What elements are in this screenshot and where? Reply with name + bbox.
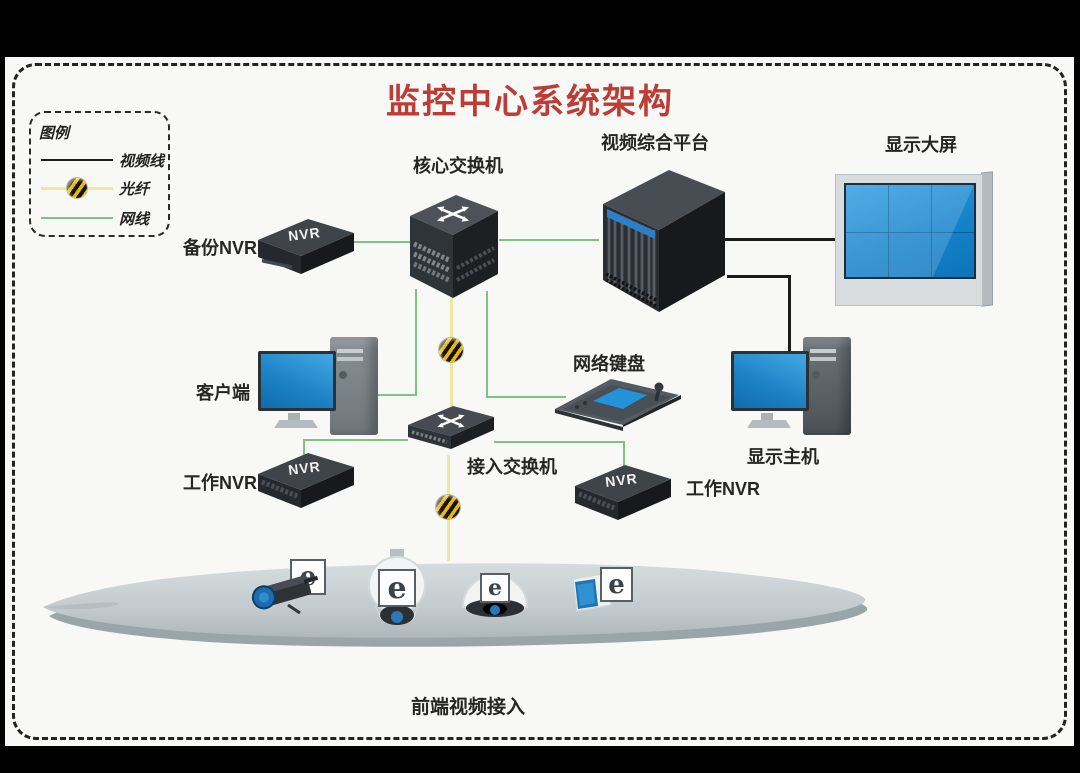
backup-nvr-label: 备份NVR	[183, 238, 258, 258]
display-host-computer	[731, 337, 851, 441]
cube-camera-e-badge: e	[600, 567, 633, 602]
video-platform-host-h	[727, 275, 791, 278]
legend-row-network: 网线	[37, 207, 165, 229]
link-accessswitch-nvrright-v	[623, 441, 625, 473]
diagram-stage: 监控中心系统架构 图例 视频线 光纤 网线	[5, 57, 1074, 746]
frontend-platform-shape	[43, 563, 868, 647]
legend-label-video: 视频线	[119, 153, 165, 170]
legend-row-video: 视频线	[37, 149, 165, 171]
fiber-marker-lower	[436, 495, 460, 519]
network-line-swatch	[41, 217, 113, 219]
switch-arrows-icon	[437, 206, 469, 222]
video-wall-frame	[835, 174, 983, 306]
client-monitor	[258, 351, 336, 411]
link-accessswitch-nvrleft-v	[303, 439, 305, 463]
speed-dome-e-badge: e	[378, 569, 416, 607]
display-host-tower	[803, 337, 851, 435]
video-line-swatch	[41, 159, 113, 161]
video-wall-device	[835, 170, 993, 312]
display-host-monitor	[731, 351, 809, 411]
access-switch-label: 接入交换机	[467, 457, 557, 477]
video-platform-device	[603, 170, 725, 312]
switch-arrows-icon	[437, 414, 465, 428]
nvr-badge-text: NVR	[604, 470, 638, 490]
link-coreswitch-keyboard-v	[486, 291, 488, 398]
cube-camera: e	[567, 563, 637, 619]
video-platform-label: 视频综合平台	[601, 133, 709, 153]
display-host-monitor-base	[747, 420, 791, 428]
link-accessswitch-nvrright-h	[494, 441, 625, 443]
legend-title: 图例	[39, 125, 70, 142]
dome-camera: e	[458, 565, 532, 621]
video-wall-screen	[844, 183, 976, 279]
platform-surface	[43, 563, 866, 638]
video-platform-host-v	[788, 275, 791, 370]
work-nvr-left-label: 工作NVR	[183, 473, 258, 493]
video-wall-label: 显示大屏	[885, 135, 957, 155]
client-tower	[330, 337, 378, 435]
link-backupnvr-coreswitch	[350, 241, 410, 243]
video-platform-wall	[725, 238, 837, 241]
dome-camera-e-badge: e	[480, 573, 510, 603]
link-coreswitch-platform	[499, 239, 599, 241]
backup-nvr-device: NVR	[258, 219, 354, 274]
link-accessswitch-nvrleft-h	[303, 439, 408, 441]
link-coreswitch-client-v	[415, 289, 417, 396]
e-logo: e	[387, 570, 407, 606]
legend-label-fiber: 光纤	[119, 181, 150, 198]
bullet-camera-icon	[251, 575, 319, 615]
e-logo: e	[488, 575, 502, 601]
link-coreswitch-client-h	[366, 394, 417, 396]
nvr-badge-text: NVR	[287, 224, 321, 244]
e-logo: e	[608, 569, 625, 600]
client-computer	[258, 337, 378, 441]
fiber-marker-icon	[67, 178, 87, 198]
platform-wing	[43, 602, 119, 610]
work-nvr-right-label: 工作NVR	[686, 479, 761, 499]
fiber-marker-upper	[439, 338, 463, 362]
access-switch-device	[408, 406, 494, 449]
client-monitor-base	[274, 420, 318, 428]
core-switch-label: 核心交换机	[413, 156, 503, 176]
nvr-badge-text: NVR	[287, 458, 321, 478]
frontend-access-label: 前端视频接入	[410, 697, 525, 718]
link-coreswitch-keyboard-h	[486, 396, 566, 398]
network-keyboard-label: 网络键盘	[573, 354, 645, 374]
legend-box: 图例 视频线 光纤 网线	[29, 111, 170, 237]
diagram-title: 监控中心系统架构	[386, 83, 674, 121]
client-screen	[261, 354, 333, 408]
client-monitor-neck	[288, 413, 300, 420]
work-nvr-left-device: NVR	[258, 453, 354, 508]
speed-dome-camera: e	[357, 549, 437, 631]
legend-label-network: 网线	[119, 211, 150, 228]
core-switch-device	[410, 195, 498, 298]
display-host-monitor-neck	[761, 413, 773, 420]
display-host-screen	[734, 354, 806, 408]
display-host-label: 显示主机	[747, 447, 819, 467]
bullet-camera: e	[248, 557, 334, 619]
client-label: 客户端	[196, 383, 250, 403]
legend-row-fiber: 光纤	[37, 177, 165, 199]
work-nvr-right-device: NVR	[575, 465, 671, 520]
network-keyboard-device	[555, 379, 681, 431]
